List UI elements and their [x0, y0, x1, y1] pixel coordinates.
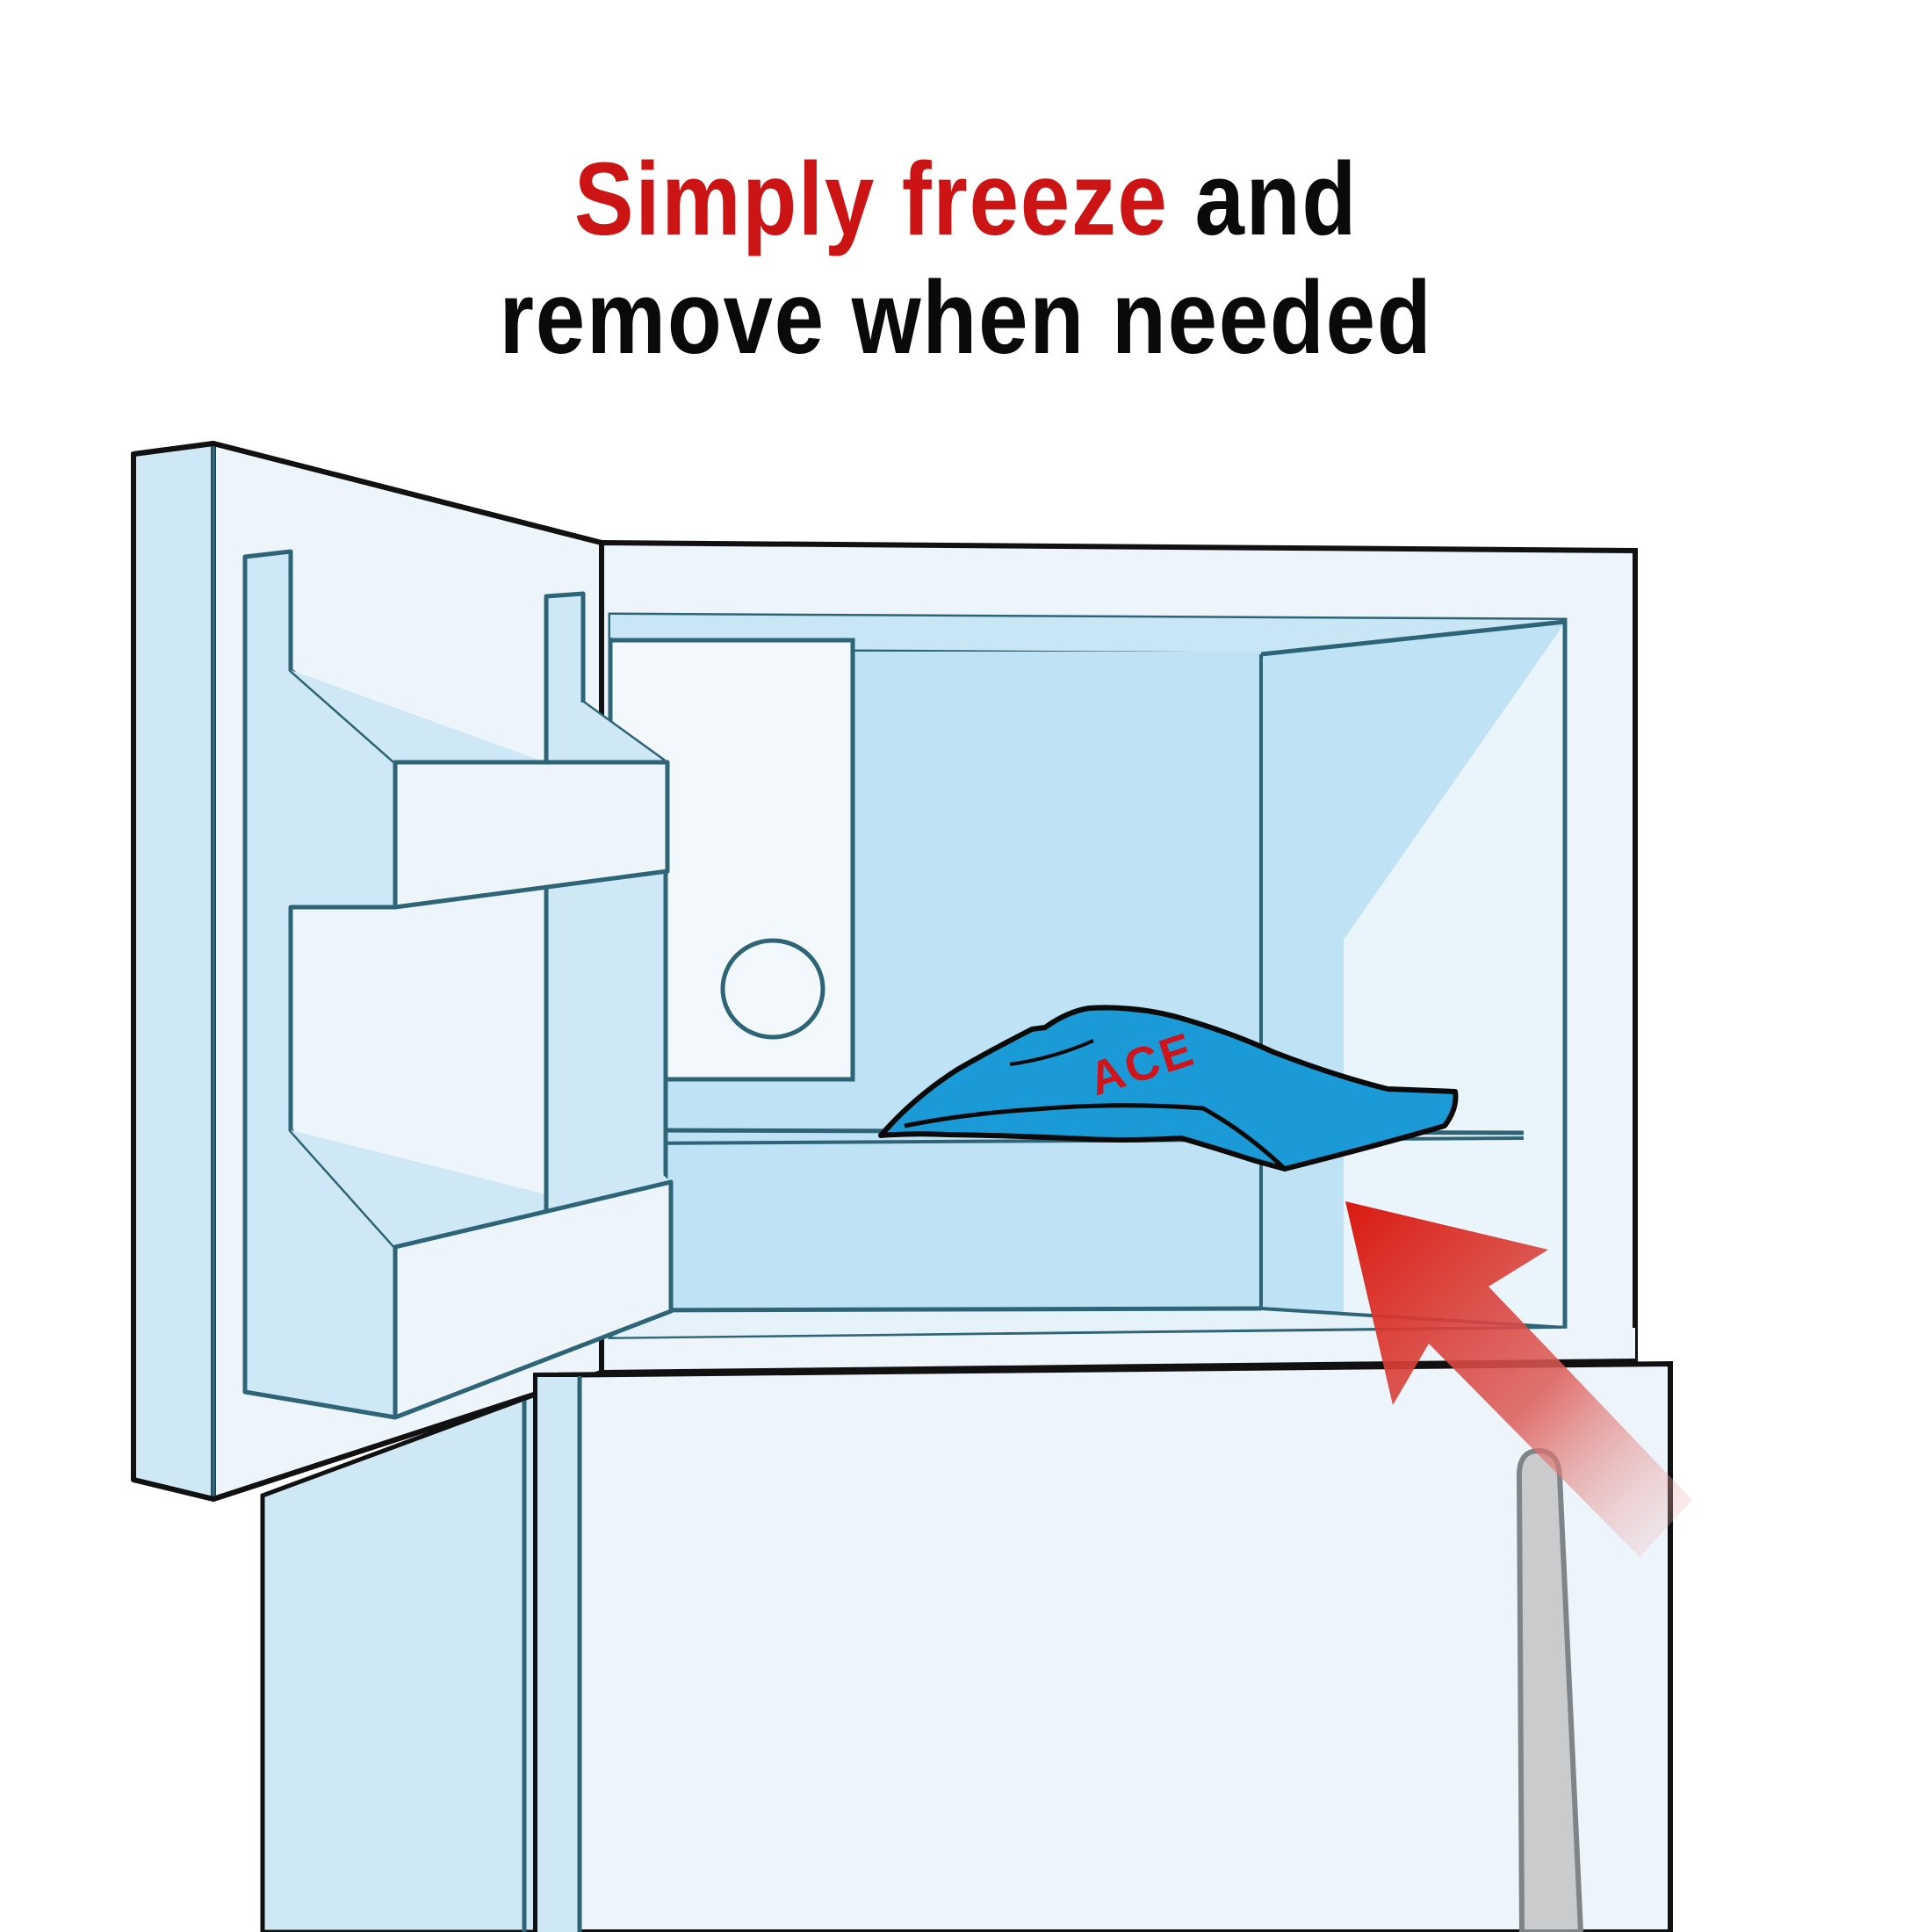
headline-line-2: remove when needed [499, 260, 1433, 376]
door-bin-upper [291, 597, 670, 910]
headline-line-1-rest: and [1168, 141, 1359, 257]
headline-highlight: Simply freeze [573, 141, 1169, 257]
refrigerator-door[interactable] [533, 1360, 1673, 1932]
headline-line-1: Simply freeze and [135, 141, 1797, 259]
ice-maker-knob-icon [720, 938, 825, 1040]
freezer-door[interactable] [131, 441, 674, 1502]
arrow-up-left-icon [1345, 1201, 1692, 1557]
ice-pack-icon: ACE [878, 1005, 1459, 1171]
door-bin-lower [291, 907, 674, 1420]
headline: Simply freeze and remove when needed [135, 141, 1797, 378]
